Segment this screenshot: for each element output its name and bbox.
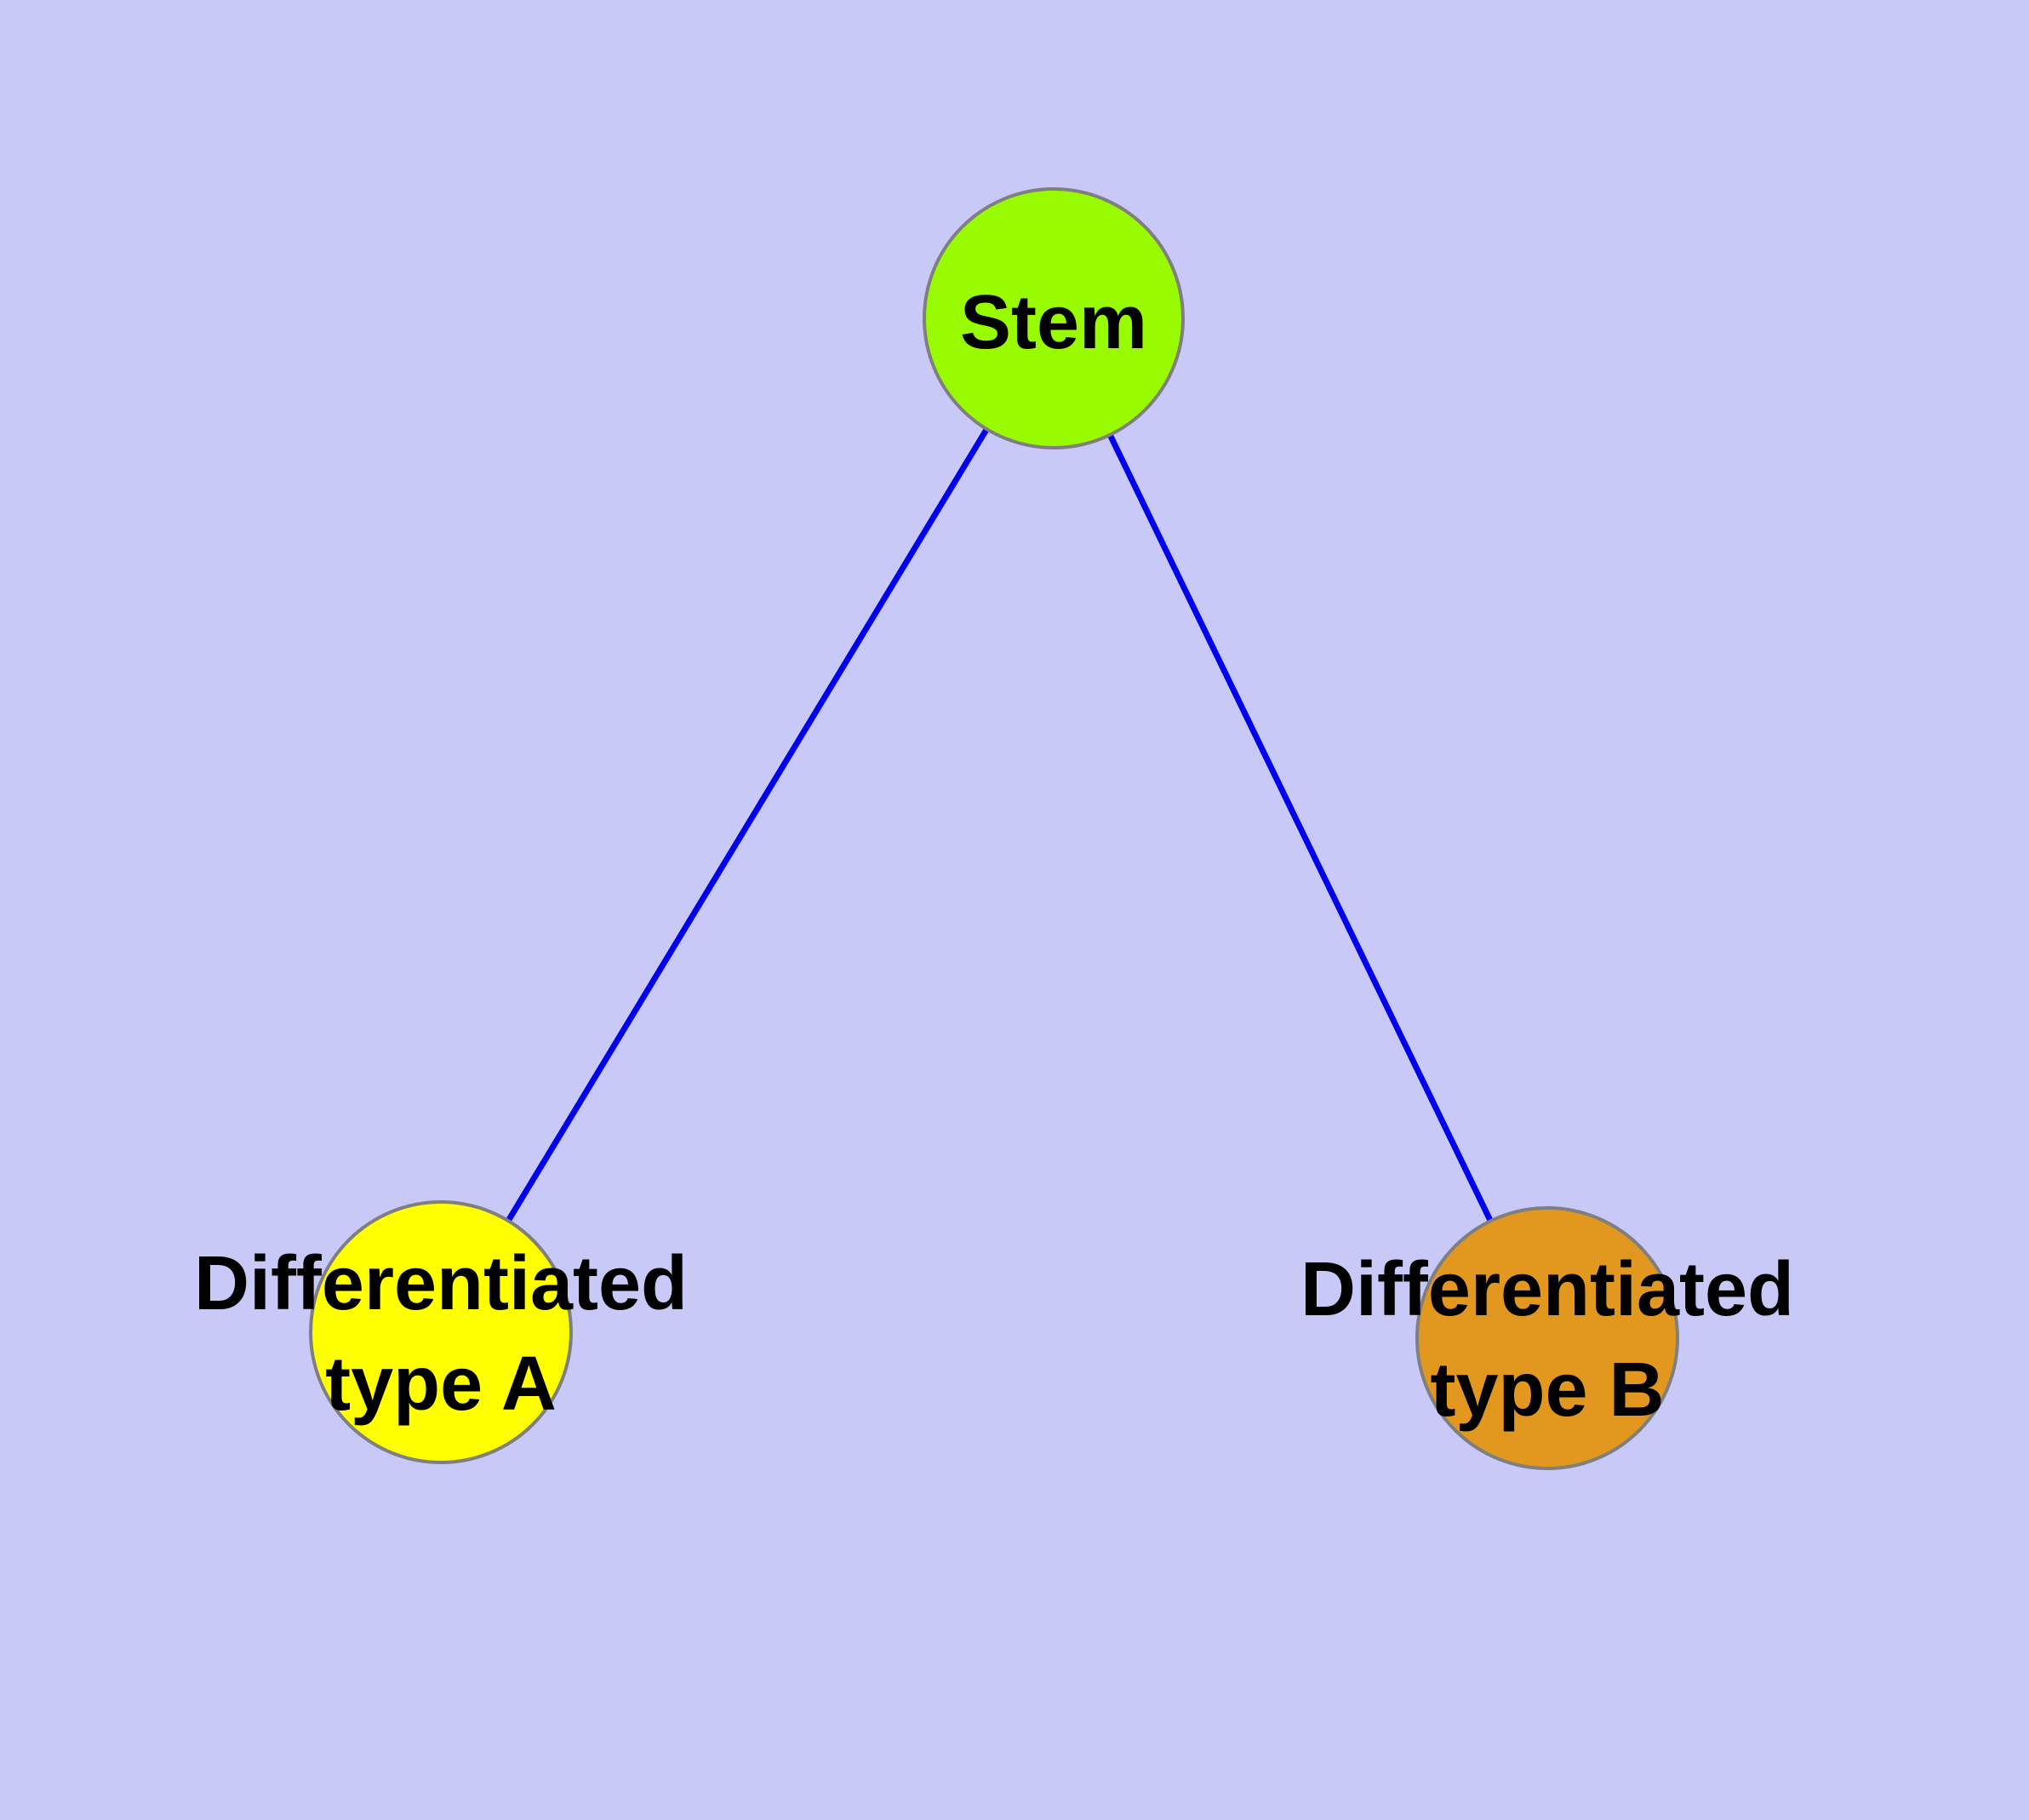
edge-stem-to-type-b	[1050, 317, 1551, 1340]
node-stem	[923, 187, 1185, 449]
node-type-b-label-line2: type B	[1430, 1348, 1664, 1433]
node-type-b	[1415, 1206, 1679, 1470]
edge-stem-to-type-a	[438, 317, 1056, 1334]
node-type-a-label-line1: Differentiated	[194, 1241, 688, 1326]
node-stem-label: Stem	[960, 280, 1147, 365]
node-type-a-label-line2: type A	[325, 1342, 557, 1427]
node-type-a	[309, 1200, 573, 1464]
node-type-b-label-line1: Differentiated	[1300, 1247, 1794, 1332]
